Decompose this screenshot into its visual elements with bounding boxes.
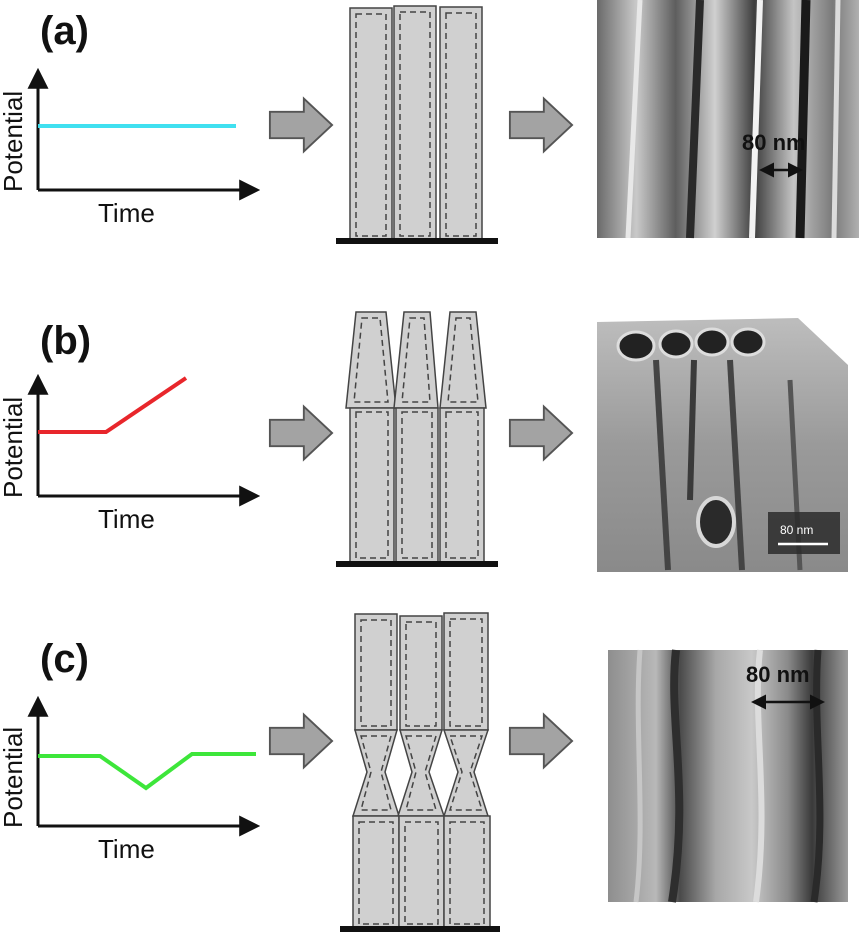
nanotube-gap — [795, 0, 811, 239]
tube-inner-wall — [404, 821, 439, 925]
tapered-tube-section — [393, 311, 439, 409]
nanotube-wall — [633, 649, 643, 903]
y-axis-label-c: Potential — [0, 727, 28, 828]
x-axis-label-b: Time — [98, 504, 155, 534]
nanotube-schematic-c — [340, 612, 500, 932]
x-axis-label-a: Time — [98, 198, 155, 228]
nanotube-wall — [625, 0, 643, 239]
sem-image-a: 80 nm — [597, 0, 859, 239]
tube-outline — [349, 7, 393, 241]
nanotube-gap — [810, 649, 824, 903]
tube-inner-wall — [445, 12, 477, 237]
potential-plot-c: Potential Time — [0, 695, 261, 864]
tube-inner-wall — [405, 735, 438, 811]
hourglass-tube-section — [442, 729, 490, 817]
tube-outline — [354, 613, 398, 731]
sem-micrograph-a — [597, 0, 859, 238]
nanotube-schematic-a — [336, 5, 498, 244]
tube-opening — [694, 327, 730, 357]
x-axis-label-c: Time — [98, 834, 155, 864]
tube-inner-wall — [355, 13, 387, 237]
tube-inner-wall — [445, 411, 479, 559]
sem-image-c: 80 nm — [608, 649, 848, 903]
hourglass-tube-section — [396, 729, 446, 817]
scale-label-c: 80 nm — [746, 662, 810, 687]
tube-cross-section — [696, 496, 736, 548]
substrate — [340, 926, 500, 932]
nanotube-gap — [727, 359, 745, 571]
tube-inner-wall — [355, 411, 389, 559]
y-axis-label-b: Potential — [0, 397, 28, 498]
scale-label-b: 80 nm — [780, 523, 813, 537]
nanotube-gap — [668, 649, 684, 903]
sem-micrograph-c — [608, 650, 848, 902]
tube-inner-wall — [401, 317, 431, 403]
tube-inner-wall — [401, 411, 433, 559]
panel-a: (a) Potential Time 80 nm — [0, 0, 859, 244]
tube-outline — [443, 815, 491, 929]
tube-outline — [439, 6, 483, 241]
panel-label-a: (a) — [40, 9, 89, 53]
right-block-arrow-icon — [508, 405, 574, 461]
nanotube-gap — [686, 0, 704, 239]
tube-inner-wall — [449, 618, 483, 727]
scale-label-a: 80 nm — [742, 130, 806, 155]
panel-label-c: (c) — [40, 637, 89, 681]
right-block-arrow-icon — [508, 713, 574, 769]
panel-b: (b) Potential Time — [0, 311, 848, 572]
nanotube-wall — [831, 0, 841, 239]
potential-plot-a: Potential Time — [0, 67, 261, 228]
tube-outline — [349, 407, 395, 563]
tube-inner-wall — [449, 821, 485, 925]
tube-outline — [352, 815, 400, 929]
nanotube-wall — [749, 0, 763, 239]
potential-plot-b: Potential Time — [0, 373, 261, 534]
tapered-tube-section — [439, 311, 487, 409]
tube-opening — [658, 329, 694, 359]
tube-outline — [399, 615, 443, 731]
right-block-arrow-icon — [508, 97, 574, 153]
tube-inner-wall — [360, 619, 392, 727]
nanotube-gap — [687, 359, 697, 501]
tube-inner-wall — [405, 621, 437, 727]
hourglass-tube-section — [351, 729, 401, 817]
panel-label-b: (b) — [40, 319, 91, 363]
nanotube-wall — [753, 649, 765, 903]
potential-curve-c — [38, 752, 256, 791]
tube-outline — [395, 407, 439, 563]
potential-curve-b — [38, 376, 188, 434]
panel-c: (c) Potential Time — [0, 612, 848, 932]
tube-inner-wall — [448, 735, 484, 811]
right-block-arrow-icon — [268, 713, 334, 769]
tube-outline — [398, 815, 445, 929]
tube-opening — [730, 327, 766, 357]
nanotube-gap — [653, 359, 671, 571]
tapered-tube-section — [345, 311, 397, 409]
right-block-arrow-icon — [268, 97, 334, 153]
tube-inner-wall — [360, 735, 392, 811]
tube-inner-wall — [358, 821, 394, 925]
tube-inner-wall — [353, 317, 389, 403]
substrate — [336, 238, 498, 244]
tube-opening — [616, 330, 656, 362]
scale-bar-box — [768, 512, 840, 554]
tube-outline — [439, 407, 485, 563]
sem-image-b: 80 nm — [597, 318, 848, 572]
right-block-arrow-icon — [268, 405, 334, 461]
tube-inner-wall — [399, 11, 431, 237]
nanotube-schematic-b — [336, 311, 498, 567]
y-axis-label-a: Potential — [0, 91, 28, 192]
substrate — [336, 561, 498, 567]
